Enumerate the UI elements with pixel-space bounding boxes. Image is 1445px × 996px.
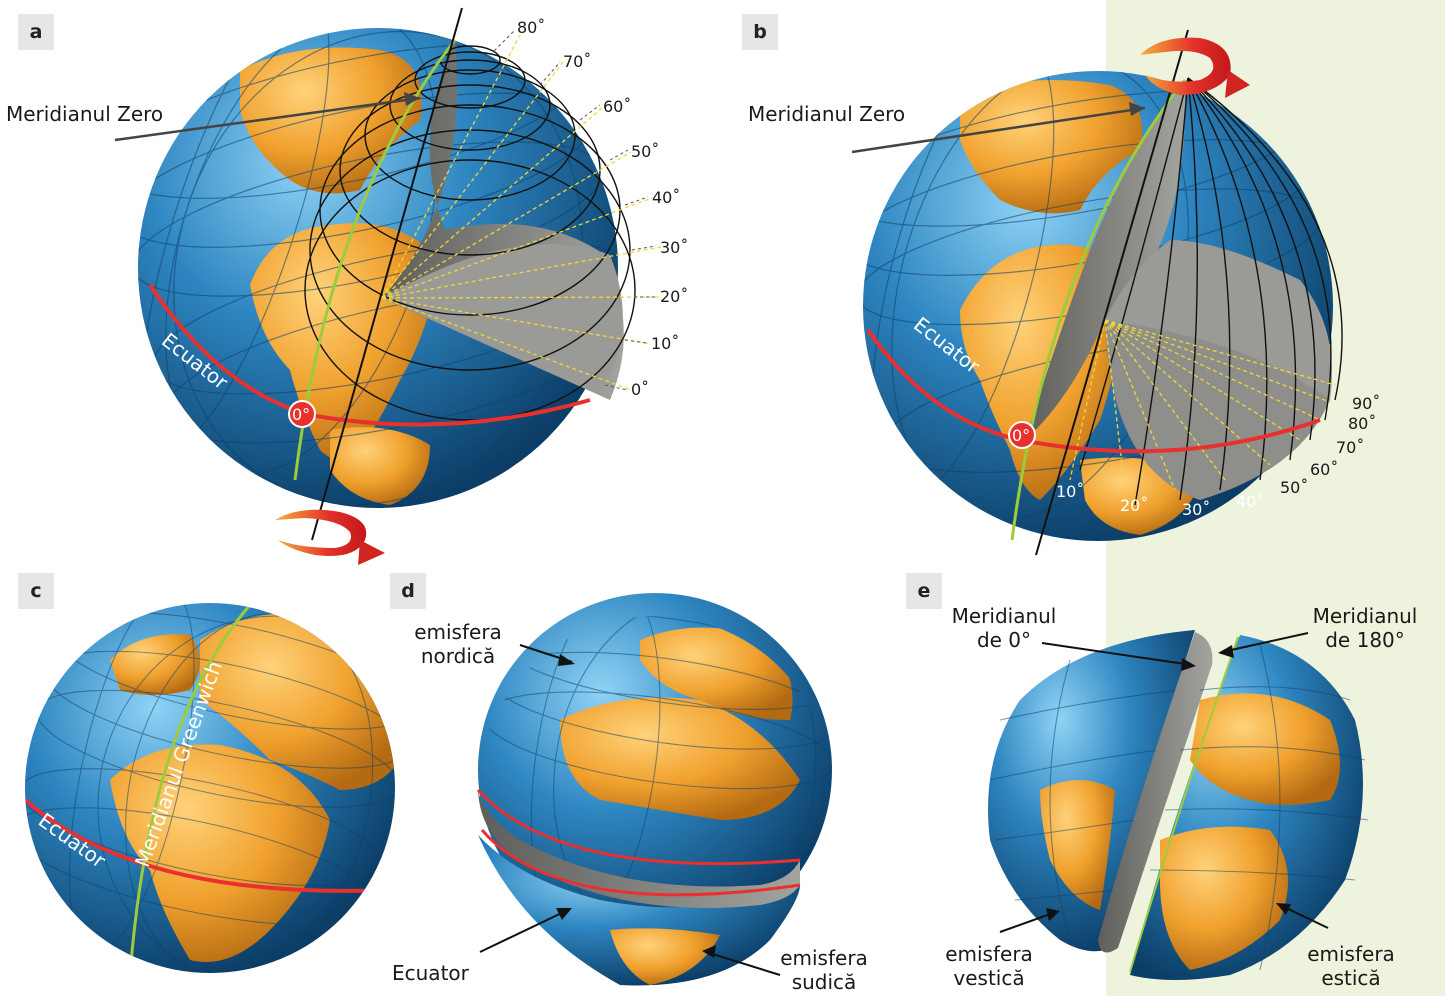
lon-label-20: 20˚	[1120, 496, 1149, 515]
lat-label-80: 80˚	[517, 18, 546, 37]
cut-face-e	[1098, 632, 1213, 953]
lon-label-60: 60˚	[1310, 460, 1339, 479]
east-label-e: emisfera estică	[1296, 942, 1406, 990]
north-label-d-2: nordică	[420, 644, 496, 668]
lat-label-0: 0˚	[631, 380, 650, 399]
greenwich-line-b	[1010, 79, 1187, 541]
latitude-rings-a	[304, 45, 636, 421]
lon-label-10: 10˚	[1056, 482, 1085, 501]
axis-b	[1035, 29, 1189, 556]
east-label-e-1: emisfera	[1307, 942, 1395, 966]
lon-label-40: 40˚	[1236, 492, 1265, 511]
quarter-wedge-b	[1105, 240, 1332, 400]
panel-tag-b: b	[742, 14, 778, 50]
axis-a	[311, 7, 463, 541]
west-label-e: emisfera vestică	[934, 942, 1044, 990]
zero-marker-a	[288, 400, 316, 428]
west-label-e-2: vestică	[953, 966, 1025, 990]
meridian0-label-e-1: Meridianul	[951, 604, 1057, 628]
lon-label-50: 50˚	[1280, 478, 1309, 497]
land-africa-c	[110, 744, 330, 962]
meridian180-label-e: Meridianul de 180°	[1300, 604, 1430, 652]
south-label-d-1: emisfera	[780, 946, 868, 970]
land-europe-d	[560, 697, 800, 820]
meridian180-label-e-2: de 180°	[1325, 628, 1405, 652]
lon-label-80: 80˚	[1348, 414, 1377, 433]
lat-label-20: 20˚	[660, 287, 689, 306]
lat-label-30: 30˚	[660, 238, 689, 257]
quarter-wedge-a	[382, 244, 623, 395]
globe-a	[114, 7, 662, 565]
meridian0-label-e: Meridianul de 0°	[944, 604, 1064, 652]
equator-arrow-d	[479, 909, 569, 953]
lat-label-40: 40˚	[652, 188, 681, 207]
meridian0-label-e-2: de 0°	[976, 628, 1032, 652]
zero-marker-b	[1008, 421, 1036, 449]
land-europe-c	[110, 634, 200, 695]
meridian180-arrow-e	[1221, 632, 1309, 653]
lat-label-50: 50˚	[631, 142, 660, 161]
land-north-d	[640, 627, 793, 720]
cut-face-b	[1025, 80, 1186, 440]
meridian0-arrow-e	[1041, 642, 1193, 666]
meridian-pointer-b	[851, 106, 1146, 154]
greenwich-line-c	[128, 604, 252, 973]
globe-c	[25, 603, 395, 973]
meridian180-edge-e	[1129, 636, 1239, 973]
meridian180-label-e-1: Meridianul	[1312, 604, 1418, 628]
rotation-arrow-a	[275, 509, 367, 556]
longitude-guides-b	[1069, 319, 1336, 491]
lat-label-10: 10˚	[651, 334, 680, 353]
lat-label-70: 70˚	[563, 52, 592, 71]
land-southafrica-a	[330, 427, 430, 505]
lat-label-60: 60˚	[603, 97, 632, 116]
southern-hemisphere-d	[478, 835, 800, 986]
land-europe-b	[960, 80, 1142, 214]
west-label-e-1: emisfera	[945, 942, 1033, 966]
zero-label-b: 0°	[1012, 426, 1031, 445]
north-label-d: emisfera nordică	[408, 620, 508, 668]
meridian-pointer-a	[114, 96, 421, 142]
south-label-d-2: sudică	[791, 970, 857, 994]
north-label-d-1: emisfera	[414, 620, 502, 644]
east-label-e-2: estică	[1321, 966, 1381, 990]
latitude-guides-a	[381, 34, 662, 391]
south-label-d: emisfera sudică	[774, 946, 874, 994]
meridian-label-b: Meridianul Zero	[748, 102, 906, 126]
globe-b	[851, 29, 1343, 556]
globe-d	[476, 593, 832, 986]
land-africa-a	[250, 223, 440, 460]
equator-line-c	[25, 798, 391, 893]
equator-label-d: Ecuator	[392, 961, 469, 985]
globe-e	[988, 630, 1369, 980]
rotation-arrow-b	[1140, 37, 1231, 95]
panel-tag-a: a	[18, 14, 54, 50]
meridian-label-a: Meridianul Zero	[6, 102, 164, 126]
land-europe-a	[240, 47, 422, 194]
equator-line-d	[480, 829, 801, 897]
panel-tag-e: e	[906, 573, 942, 609]
south-arrow-d	[705, 951, 781, 976]
panel-tag-d: d	[390, 573, 426, 609]
zero-label-a: 0°	[292, 405, 311, 424]
panel-tag-c: c	[18, 573, 54, 609]
lon-label-90: 90˚	[1352, 394, 1381, 413]
lon-label-30: 30˚	[1182, 500, 1211, 519]
lon-label-70: 70˚	[1336, 438, 1365, 457]
west-arrow-e	[999, 911, 1057, 933]
